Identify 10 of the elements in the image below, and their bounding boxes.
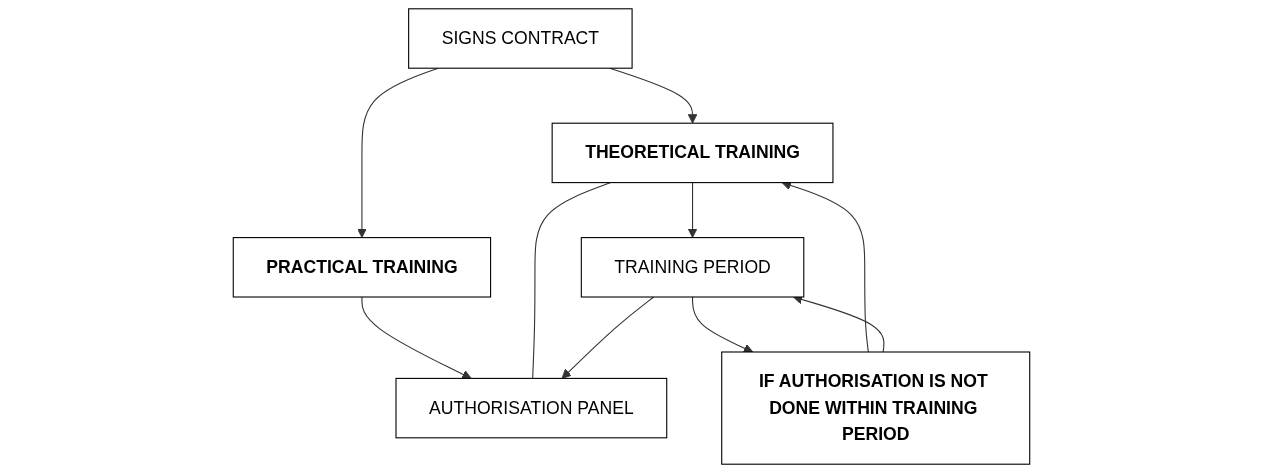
node-box: SIGNS CONTRACT	[408, 8, 633, 69]
node-box: AUTHORISATION PANEL	[395, 377, 668, 439]
arrow	[361, 296, 472, 379]
node-box: TRAINING PERIOD	[580, 237, 805, 298]
arrow	[687, 182, 698, 239]
node-box: IF AUTHORISATION IS NOT DONE WITHIN TRAINING PERIOD	[721, 351, 1031, 465]
node-box: PRACTICAL TRAINING	[232, 237, 492, 298]
arrow	[561, 296, 655, 379]
node-box: THEORETICAL TRAINING	[551, 122, 834, 184]
arrow	[692, 296, 754, 353]
